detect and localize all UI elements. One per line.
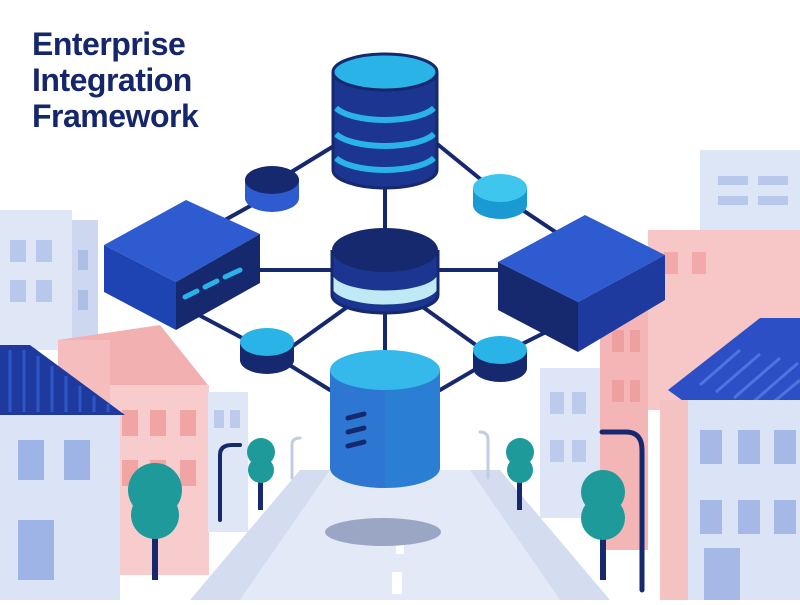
shadow [325, 518, 441, 546]
page-title: Enterprise Integration Framework [32, 26, 199, 134]
connector-node-bottom-right [473, 336, 527, 382]
building-right-mid [540, 368, 600, 518]
connector-node-bottom-left [240, 328, 294, 374]
tree-left-small [247, 438, 275, 510]
building-right-front [660, 318, 800, 600]
tree-left [128, 463, 182, 580]
connector-node-top-right [473, 174, 527, 219]
bottom-database [330, 350, 440, 488]
tree-right [581, 470, 625, 580]
right-server [498, 215, 665, 352]
street [190, 470, 610, 600]
title-line-2: Integration [32, 62, 192, 98]
building-left-small [208, 392, 248, 532]
connector-node-top-left [245, 166, 299, 212]
building-left-front [0, 345, 125, 600]
title-line-3: Framework [32, 98, 199, 134]
title-line-1: Enterprise [32, 26, 186, 62]
street-lamps [218, 429, 645, 593]
tree-right-small [506, 438, 534, 510]
left-server [104, 200, 260, 330]
center-hub [330, 228, 440, 315]
building-left-back [0, 210, 98, 350]
top-database [331, 52, 439, 190]
trees [128, 438, 625, 580]
